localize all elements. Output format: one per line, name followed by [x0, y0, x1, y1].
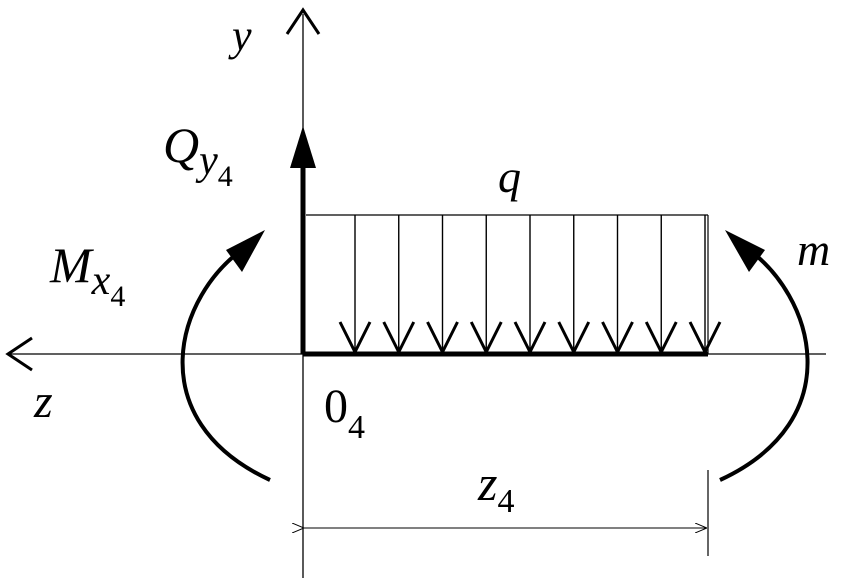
dimension-label: z4 [477, 455, 514, 520]
load-arrow [426, 215, 459, 356]
origin-label: 04 [324, 380, 365, 446]
y-axis-arrowhead [285, 7, 321, 35]
load-arrows [338, 215, 722, 356]
load-arrow [513, 215, 547, 356]
distributed-load [306, 214, 722, 356]
load-label: q [498, 151, 521, 202]
load-arrow [644, 215, 678, 356]
shear-force-arrow [290, 126, 316, 354]
load-arrow [469, 215, 503, 356]
z-axis-label: z [33, 375, 53, 428]
moment-m-arrow [719, 230, 810, 482]
y-axis-label: y [228, 11, 252, 60]
shear-force-label: Qy4 [163, 117, 233, 193]
moment-mx-label: Mx4 [49, 237, 125, 313]
dimension-line [304, 470, 709, 556]
moment-mx-arrow [180, 230, 271, 482]
load-arrow [601, 215, 634, 356]
load-arrow [338, 215, 372, 356]
load-arrow [557, 215, 591, 356]
z-axis-arrowhead [5, 336, 33, 372]
load-arrow [688, 215, 722, 356]
load-arrow [382, 215, 416, 356]
moment-m-label: m [797, 224, 830, 275]
